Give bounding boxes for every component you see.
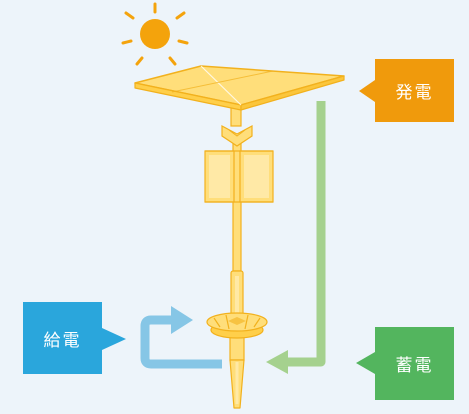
wind-turbine-icon — [204, 150, 274, 203]
supply-label: 給電 — [43, 330, 82, 351]
storage-callout-box — [356, 327, 454, 400]
generation-label: 発電 — [395, 83, 434, 103]
solar-panel-icon — [134, 65, 345, 111]
foundation — [229, 359, 245, 409]
supply-flow-arrow — [140, 306, 222, 369]
generation-callout-box — [359, 59, 454, 122]
storage-label: 蓄電 — [395, 356, 434, 376]
storage-flow-arrow — [266, 101, 326, 374]
supply-callout-box — [23, 302, 126, 374]
panel-bracket — [221, 105, 253, 147]
sun-icon — [121, 2, 189, 66]
battery-base-icon — [206, 312, 268, 339]
